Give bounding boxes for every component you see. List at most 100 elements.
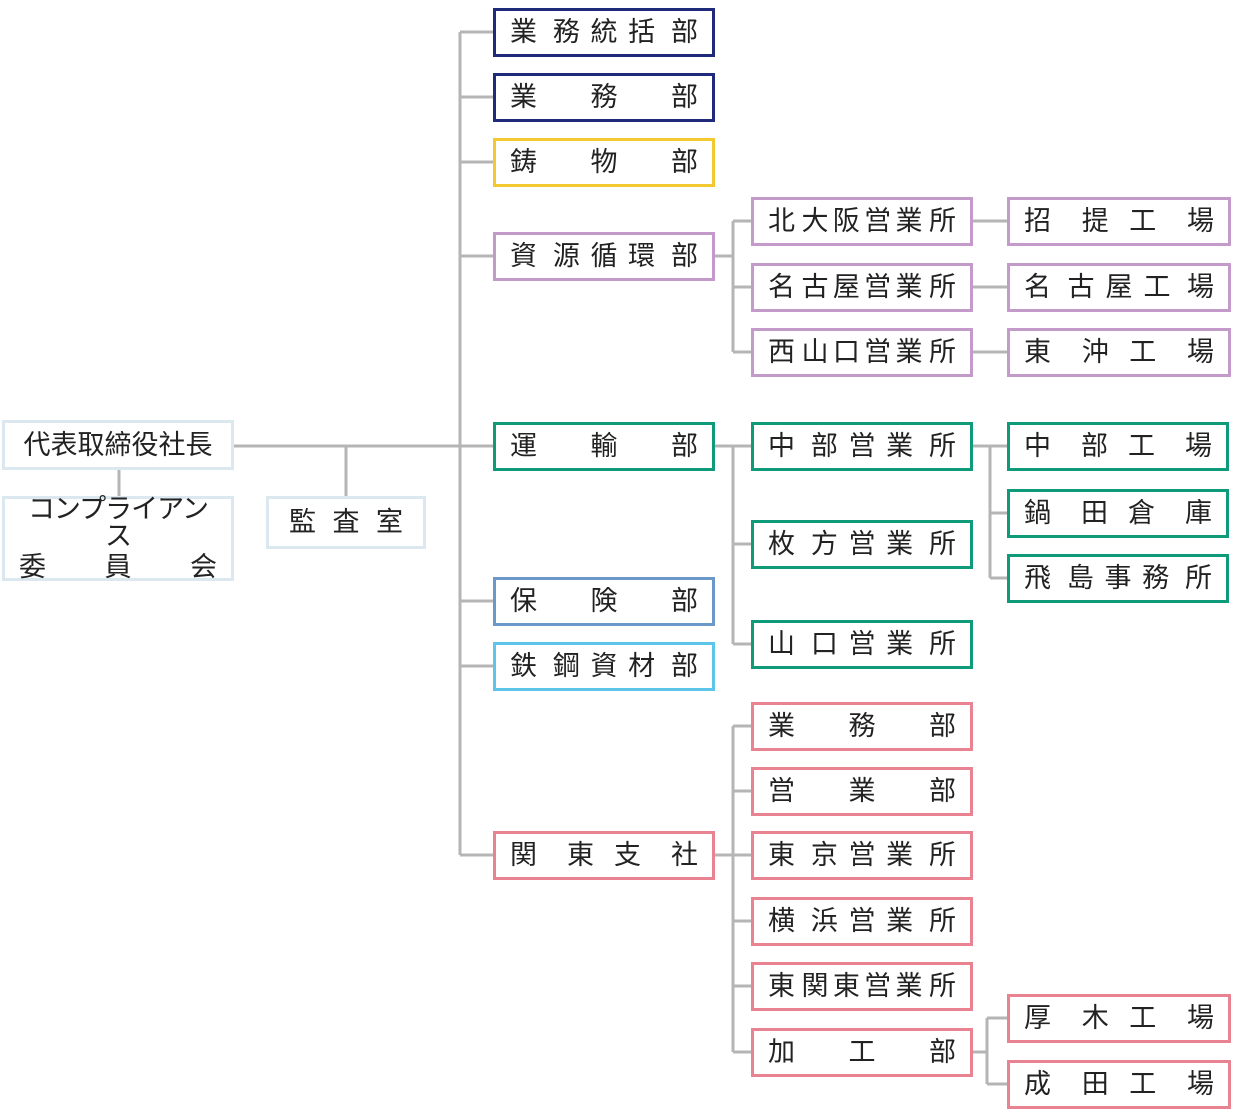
label-char: 部 [810, 431, 838, 462]
label-char: 田 [1081, 498, 1108, 529]
label-char: 京 [810, 840, 838, 871]
label-char: 資 [510, 241, 537, 272]
label-char: 枚 [768, 529, 795, 560]
label-char: 東 [768, 971, 795, 1002]
label-char: 阪 [832, 206, 860, 237]
label-char: 大 [801, 206, 829, 237]
label-char: 口 [810, 629, 838, 660]
label-char: 業 [510, 17, 537, 48]
label-char: 所 [928, 840, 956, 871]
label-char: 所 [928, 206, 956, 237]
dept-tekko-shizai: 鉄鋼資材部 [493, 642, 715, 691]
label-char: 循 [590, 241, 618, 272]
label-char: 所 [928, 431, 956, 462]
label-char: 部 [929, 711, 957, 742]
office-kitaosaka: 北大阪営業所 [751, 197, 973, 246]
label-char: 営 [848, 906, 876, 937]
dept-gyomu: 業務部 [493, 73, 715, 122]
office-tokyo: 東京営業所 [751, 831, 973, 880]
office-asuka: 飛島事務所 [1007, 554, 1229, 603]
label-char: 務 [552, 17, 580, 48]
label-char: 関 [510, 840, 537, 871]
factory-higashioki: 東沖工場 [1007, 328, 1231, 377]
label-char: 古 [1067, 272, 1095, 303]
label-char: 工 [1129, 1003, 1157, 1034]
label-char: 部 [929, 1037, 957, 1068]
label-char: 屋 [1105, 272, 1133, 303]
label-char: 統 [590, 17, 618, 48]
label-char: 営 [848, 840, 876, 871]
label-char: 材 [628, 651, 656, 682]
label-char: 名 [768, 272, 795, 303]
factory-maneki: 招提工場 [1007, 197, 1231, 246]
label-char: 場 [1187, 1003, 1214, 1034]
president-label: 代表取締役社長 [23, 429, 213, 461]
label-char: 西 [768, 337, 795, 368]
factory-narita: 成田工場 [1007, 1060, 1231, 1109]
label-char: 木 [1081, 1003, 1109, 1034]
label-char: 営 [864, 206, 892, 237]
label-char: 沖 [1081, 337, 1109, 368]
label-char: 部 [670, 241, 698, 272]
dept-kanto-branch: 関東支社 [493, 831, 715, 880]
audit-office-box: 監査室 [266, 496, 426, 549]
label-char: 成 [1024, 1069, 1051, 1100]
label-char: 場 [1187, 1069, 1214, 1100]
label-char: 所 [928, 337, 956, 368]
label-char: 員 [104, 552, 132, 583]
label-char: 業 [886, 431, 914, 462]
label-char: 業 [768, 711, 795, 742]
label-char: 工 [1128, 431, 1155, 462]
office-nishiyamaguchi: 西山口営業所 [751, 328, 973, 377]
label-char: 部 [671, 431, 699, 462]
label-char: 業 [895, 206, 923, 237]
label-char: 方 [810, 529, 838, 560]
label-char: 部 [670, 651, 698, 682]
label-char: 業 [886, 906, 914, 937]
label-char: 所 [928, 971, 956, 1002]
label-char: 田 [1081, 1069, 1109, 1100]
label-char: 源 [552, 241, 580, 272]
label-char: 室 [376, 507, 403, 538]
label-char: 業 [895, 272, 923, 303]
label-char: 営 [864, 337, 892, 368]
label-char: 務 [1142, 563, 1170, 594]
factory-nagoya: 名古屋工場 [1007, 263, 1231, 312]
label-char: 横 [768, 906, 795, 937]
label-char: 北 [768, 206, 795, 237]
label-char: 部 [1081, 431, 1108, 462]
label-char: 営 [864, 272, 892, 303]
label-char: 工 [1143, 272, 1171, 303]
label-char: 工 [1129, 337, 1157, 368]
dept-imono: 鋳物部 [493, 138, 715, 187]
compliance-committee-box: コンプライアンス 委員会 [2, 496, 234, 581]
dept-unyu: 運輸部 [493, 422, 715, 471]
label-char: 所 [1184, 563, 1212, 594]
label-char: 東 [567, 840, 594, 871]
factory-chubu: 中部工場 [1007, 422, 1229, 471]
label-char: 事 [1104, 563, 1132, 594]
label-char: 業 [895, 971, 923, 1002]
office-yokohama: 横浜営業所 [751, 897, 973, 946]
label-char: 厚 [1024, 1003, 1051, 1034]
label-char: 場 [1187, 206, 1214, 237]
label-char: 名 [1024, 272, 1051, 303]
label-char: 社 [671, 840, 698, 871]
label-char: 鍋 [1024, 498, 1051, 529]
compliance-label-line2: 委員会 [19, 554, 217, 581]
label-char: 務 [590, 82, 618, 113]
label-char: 営 [768, 776, 795, 807]
dept-hoken: 保険部 [493, 577, 715, 626]
label-char: 輸 [590, 431, 618, 462]
label-char: 口 [832, 337, 860, 368]
label-char: 資 [590, 651, 618, 682]
label-char: 環 [628, 241, 656, 272]
label-char: 加 [768, 1037, 795, 1068]
label-char: 部 [671, 82, 699, 113]
label-char: 鋼 [552, 651, 580, 682]
office-nagoya: 名古屋営業所 [751, 263, 973, 312]
label-char: 険 [590, 586, 618, 617]
label-char: 所 [928, 529, 956, 560]
label-char: 保 [510, 586, 537, 617]
